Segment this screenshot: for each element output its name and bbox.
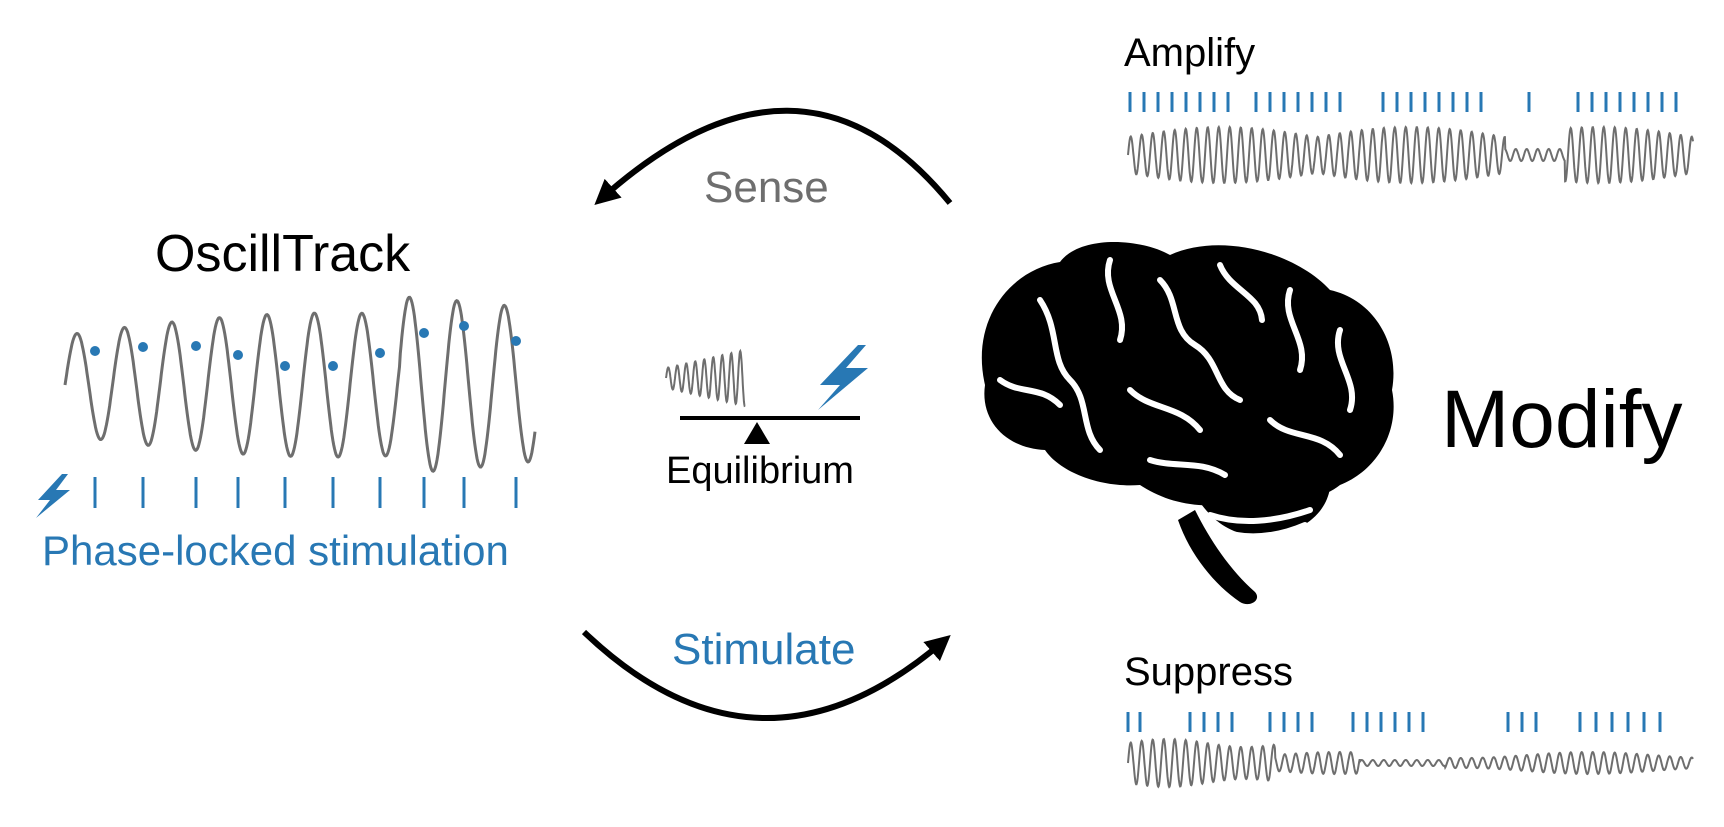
phase-marker [280, 361, 290, 371]
lightning-bolt-icon [818, 345, 868, 410]
suppress-pulses [1126, 712, 1662, 732]
amplify-signal [1127, 124, 1694, 186]
lightning-bolt-icon [36, 474, 70, 518]
sense-arrow [594, 107, 953, 206]
modify-label: Modify [1441, 374, 1683, 465]
oscilltrack-signal [63, 295, 537, 473]
suppress-label: Suppress [1124, 650, 1293, 694]
brain-icon [981, 241, 1394, 605]
equilibrium-oscillation [665, 348, 746, 408]
signal-trace [63, 295, 537, 473]
mini-signal-trace [665, 348, 746, 408]
phase-locked-pulses [93, 477, 518, 508]
oscilltrack-title: OscillTrack [155, 225, 411, 283]
suppress-signal [1127, 737, 1694, 789]
balance-fulcrum [744, 422, 770, 444]
stimulate-arrow [581, 629, 951, 721]
phase-marker [459, 321, 469, 331]
amplify-label: Amplify [1124, 31, 1256, 75]
signal-trace [1127, 124, 1694, 186]
signal-trace [1127, 737, 1694, 789]
phase-marker [328, 361, 338, 371]
phase-marker [511, 336, 521, 346]
phase-marker [90, 346, 100, 356]
phase-marker [419, 328, 429, 338]
phase-marker [375, 348, 385, 358]
phase-marker [191, 341, 201, 351]
stimulate-label: Stimulate [672, 625, 856, 674]
phase-marker [233, 350, 243, 360]
phase-marker [138, 342, 148, 352]
sense-label: Sense [704, 163, 829, 212]
equilibrium-label: Equilibrium [666, 450, 854, 492]
phase-locked-label: Phase-locked stimulation [42, 527, 509, 574]
amplify-pulses [1128, 92, 1678, 112]
